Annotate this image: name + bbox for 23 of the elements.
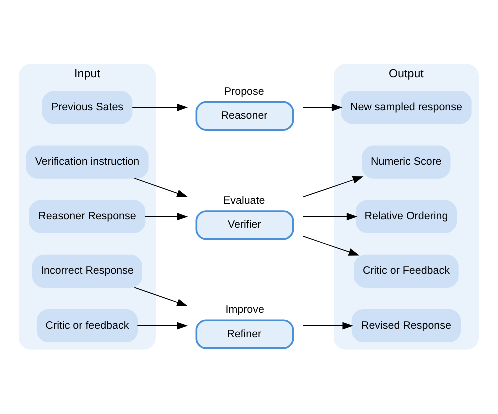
node-box: Relative Ordering — [356, 200, 458, 234]
arrow — [145, 213, 188, 221]
arrow — [137, 322, 188, 330]
node-box: Critic or feedback — [36, 309, 138, 343]
arrow — [134, 178, 188, 198]
node-box: New sampled response — [341, 91, 472, 124]
node-box: Reasoner Response — [29, 200, 146, 234]
node-label: Evaluate — [224, 194, 266, 207]
arrow — [302, 236, 360, 256]
node-box: Numeric Score — [362, 146, 451, 179]
arrow — [134, 287, 188, 306]
node-box: Verification instruction — [26, 146, 149, 179]
node-label: Improve — [226, 304, 264, 316]
arrow — [132, 104, 188, 112]
arrow — [302, 213, 358, 221]
arrow — [302, 176, 364, 198]
arrow — [302, 104, 343, 112]
node-box: Incorrect Response — [32, 254, 143, 288]
node-box: Revised Response — [352, 309, 462, 343]
node-box: Critic or Feedback — [354, 254, 459, 288]
node-box: Previous Sates — [42, 91, 133, 124]
node-label: Propose — [224, 86, 264, 98]
arrow — [302, 322, 354, 330]
